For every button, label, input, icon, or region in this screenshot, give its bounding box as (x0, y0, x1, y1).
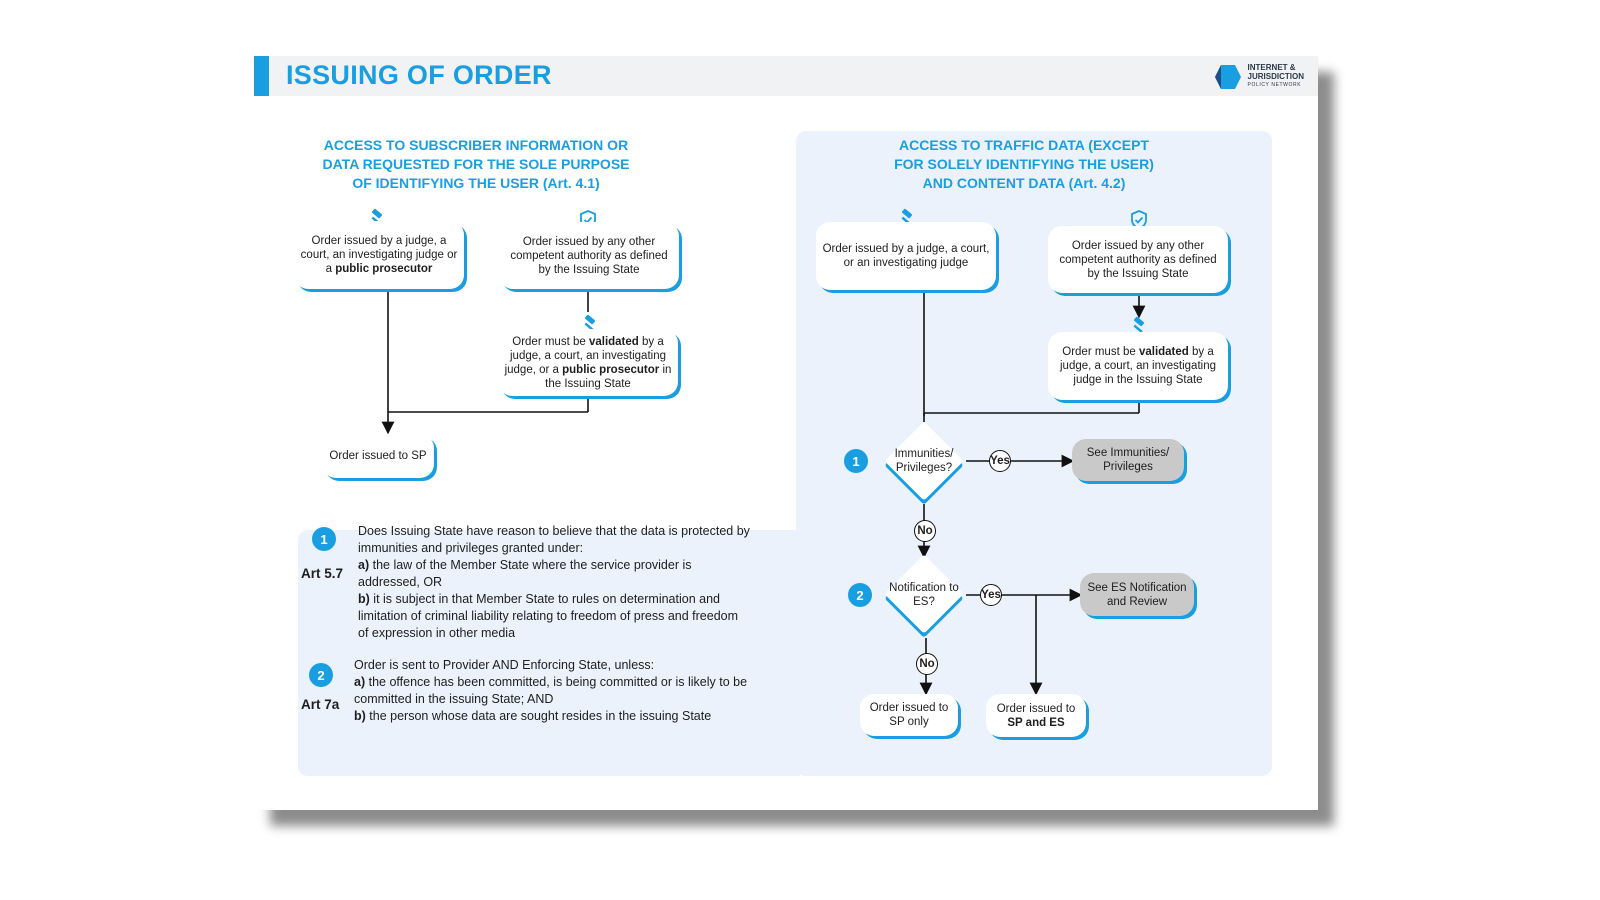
sp-es-bold: SP and ES (1007, 716, 1065, 729)
decision1-number-badge: 1 (844, 449, 868, 473)
note-line: immunities and privileges granted under: (358, 540, 778, 557)
note2-article: Art 7a (301, 697, 340, 712)
decision-notification-label: Notification to ES? (889, 582, 959, 608)
note-line: limitation of criminal liability relatin… (358, 608, 778, 625)
see-es-review-text: See ES Notification and Review (1087, 581, 1187, 608)
note-line: Does Issuing State have reason to believ… (358, 523, 778, 540)
slide: ISSUING OF ORDER INTERNET & JURISDICTION… (254, 56, 1318, 810)
note-line-text: the person whose data are sought resides… (365, 709, 712, 723)
note-line-text: the law of the Member State where the se… (369, 558, 692, 572)
note-line: a) the offence has been committed, is be… (354, 674, 784, 691)
left-box-validated: Order must be validated by a judge, a co… (498, 329, 678, 396)
right-box-judge: Order issued by a judge, a court, or an … (816, 222, 996, 290)
note2-text: Order is sent to Provider AND Enforcing … (354, 657, 784, 725)
box-see-immunities: See Immunities/ Privileges (1072, 439, 1184, 481)
no-label-1: No (914, 520, 936, 542)
note-line: b) it is subject in that Member State to… (358, 591, 778, 608)
logo-line2: JURISDICTION (1247, 71, 1304, 81)
right-validated-bold1: validated (1138, 346, 1189, 358)
page-title: ISSUING OF ORDER (286, 60, 552, 90)
right-box-other-authority: Order issued by any other competent auth… (1048, 226, 1228, 293)
header-accent (254, 56, 269, 96)
note-line: of expression in other media (358, 625, 778, 642)
note-line-text: of expression in other media (358, 626, 516, 640)
connector-lines (381, 290, 1146, 696)
logo-line1: INTERNET & (1247, 63, 1296, 73)
box-order-sp-only: Order issued to SP only (860, 694, 958, 736)
box-see-es-notification: See ES Notification and Review (1080, 573, 1194, 616)
note-line-text: the offence has been committed, is being… (365, 675, 748, 689)
left-result-text: Order issued to SP (329, 450, 427, 462)
note-line-text: Does Issuing State have reason to believ… (358, 524, 750, 538)
note-line: b) the person whose data are sought resi… (354, 708, 784, 725)
left-validated-pre: Order must be (512, 335, 589, 348)
no-label-2: No (916, 653, 938, 675)
note-line-marker: a) (358, 558, 370, 572)
left-box-other-text: Order issued by any other competent auth… (510, 235, 668, 276)
left-box-judge: Order issued by a judge, a court, an inv… (294, 221, 464, 289)
note-line-marker: b) (358, 592, 370, 606)
see-immunities-text: See Immunities/ Privileges (1086, 447, 1170, 473)
header-bar: ISSUING OF ORDER INTERNET & JURISDICTION… (254, 56, 1318, 96)
note1-article: Art 5.7 (301, 566, 344, 581)
yes-label-1: Yes (989, 450, 1011, 472)
note-line-marker: b) (354, 709, 366, 723)
left-validated-mid: by a judge, a court, an investigating ju… (504, 335, 666, 376)
right-box-other-text: Order issued by any other competent auth… (1059, 239, 1217, 280)
right-box-judge-text: Order issued by a judge, a court, or an … (822, 243, 990, 269)
right-title-line1: ACCESS TO TRAFFIC DATA (EXCEPT (899, 137, 1149, 153)
logo-line3: POLICY NETWORK (1247, 82, 1302, 89)
note-line: addressed, OR (358, 574, 778, 591)
decision-immunities-label: Immunities/ Privileges? (894, 448, 954, 474)
logo-hexagon-icon (1214, 65, 1241, 89)
notes-panel-background (298, 530, 800, 776)
note-line-text: committed in the issuing State; AND (354, 692, 554, 706)
right-section-title: ACCESS TO TRAFFIC DATA (EXCEPT FOR SOLEL… (854, 136, 1194, 193)
left-validated-bold1: validated (588, 335, 639, 348)
left-validated-bold2: public prosecutor (562, 363, 660, 376)
left-title-line1: ACCESS TO SUBSCRIBER INFORMATION OR (323, 137, 629, 153)
left-title-line2: DATA REQUESTED FOR THE SOLE PURPOSE (322, 156, 630, 172)
right-validated-post: by a judge, a court, an investigating ju… (1060, 346, 1216, 386)
sp-es-pre: Order issued to (996, 702, 1076, 715)
yes-label-2: Yes (980, 584, 1002, 606)
note-line-text: addressed, OR (358, 575, 443, 589)
left-box-order-to-sp: Order issued to SP (322, 434, 434, 478)
left-box-judge-bold: public prosecutor (335, 263, 433, 275)
note-line: Order is sent to Provider AND Enforcing … (354, 657, 784, 674)
logo: INTERNET & JURISDICTION POLICY NETWORK (1214, 64, 1304, 90)
note-line-text: limitation of criminal liability relatin… (358, 609, 739, 623)
right-title-line2: FOR SOLELY IDENTIFYING THE USER) (894, 156, 1154, 172)
note-line-text: it is subject in that Member State to ru… (369, 592, 720, 606)
left-box-judge-text: Order issued by a judge, a court, an inv… (300, 235, 458, 275)
decision2-number-badge: 2 (848, 583, 872, 607)
note2-number-badge: 2 (309, 663, 333, 687)
note1-number-badge: 1 (312, 527, 336, 551)
left-section-title: ACCESS TO SUBSCRIBER INFORMATION OR DATA… (306, 136, 646, 193)
note-line-text: immunities and privileges granted under: (358, 541, 584, 555)
note-line-marker: a) (354, 675, 366, 689)
left-validated-post: in the Issuing State (545, 363, 672, 390)
left-box-other-authority: Order issued by any other competent auth… (499, 222, 679, 289)
logo-text: INTERNET & JURISDICTION POLICY NETWORK (1248, 64, 1304, 90)
note-line: a) the law of the Member State where the… (358, 557, 778, 574)
note1-text: Does Issuing State have reason to believ… (358, 523, 778, 642)
right-box-validated: Order must be validated by a judge, a co… (1048, 332, 1228, 400)
note-line: committed in the issuing State; AND (354, 691, 784, 708)
box-order-sp-and-es: Order issued to SP and ES (986, 694, 1086, 737)
right-title-line3: AND CONTENT DATA (Art. 4.2) (922, 175, 1126, 191)
left-title-line3: OF IDENTIFYING THE USER (Art. 4.1) (352, 175, 600, 191)
note-line-text: Order is sent to Provider AND Enforcing … (354, 658, 655, 672)
sp-only-text: Order issued to SP only (869, 702, 949, 728)
right-validated-pre: Order must be (1062, 346, 1139, 358)
